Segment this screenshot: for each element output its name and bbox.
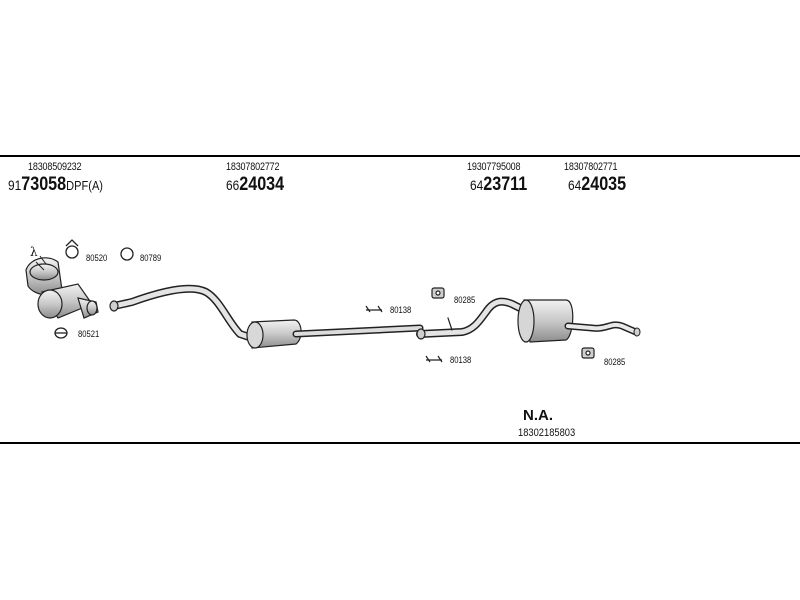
oe-number: 18307802771	[564, 161, 618, 173]
accessory-label: 80138	[390, 305, 412, 315]
bottom-rule	[0, 442, 800, 444]
part-prefix: 64	[470, 177, 484, 193]
gasket-ring-icon	[120, 247, 134, 261]
part-prefix: 66	[226, 177, 240, 193]
bracket-icon	[365, 305, 383, 313]
part-main: 24035	[581, 174, 627, 195]
part-number: 6424035	[568, 174, 626, 196]
part-main: 23711	[483, 174, 528, 195]
part-main: 73058	[21, 174, 67, 195]
oe-number: 18307802772	[226, 161, 280, 173]
accessory-label: 80285	[604, 357, 626, 367]
intermediate-pipe	[292, 324, 424, 338]
accessory-label: 80520	[86, 253, 108, 263]
accessory-label: 80285	[454, 295, 476, 305]
lambda-sensor-icon	[35, 255, 47, 271]
accessory-label: 80789	[140, 253, 162, 263]
tailpipe	[564, 321, 641, 337]
middle-silencer	[246, 319, 302, 349]
seal-ring-icon	[54, 327, 68, 339]
oe-number: 19307795008	[467, 161, 521, 173]
not-available-oe-number: 18302185803	[518, 427, 576, 439]
oe-number: 18308509232	[28, 161, 82, 173]
part-prefix: 91	[8, 177, 22, 193]
part-main: 24034	[239, 174, 285, 195]
rear-silencer	[517, 299, 574, 343]
lambda-symbol: λ	[30, 245, 38, 259]
part-number: 6423711	[470, 174, 527, 196]
part-number: 9173058DPF(A)	[8, 174, 103, 196]
clamp-icon	[65, 239, 79, 259]
part-prefix: 64	[568, 177, 582, 193]
front-pipe	[109, 284, 256, 342]
accessory-label: 80521	[78, 329, 100, 339]
top-rule	[0, 155, 800, 157]
not-available-label: N.A.	[523, 407, 553, 424]
catalytic-converter	[25, 257, 99, 319]
rubber-hanger-icon	[581, 347, 595, 359]
part-suffix: DPF(A)	[66, 178, 104, 193]
part-number: 6624034	[226, 174, 284, 196]
rear-pipe	[416, 297, 532, 340]
bracket-icon	[425, 355, 443, 363]
accessory-label: 80138	[450, 355, 472, 365]
rubber-hanger-icon	[431, 287, 445, 299]
